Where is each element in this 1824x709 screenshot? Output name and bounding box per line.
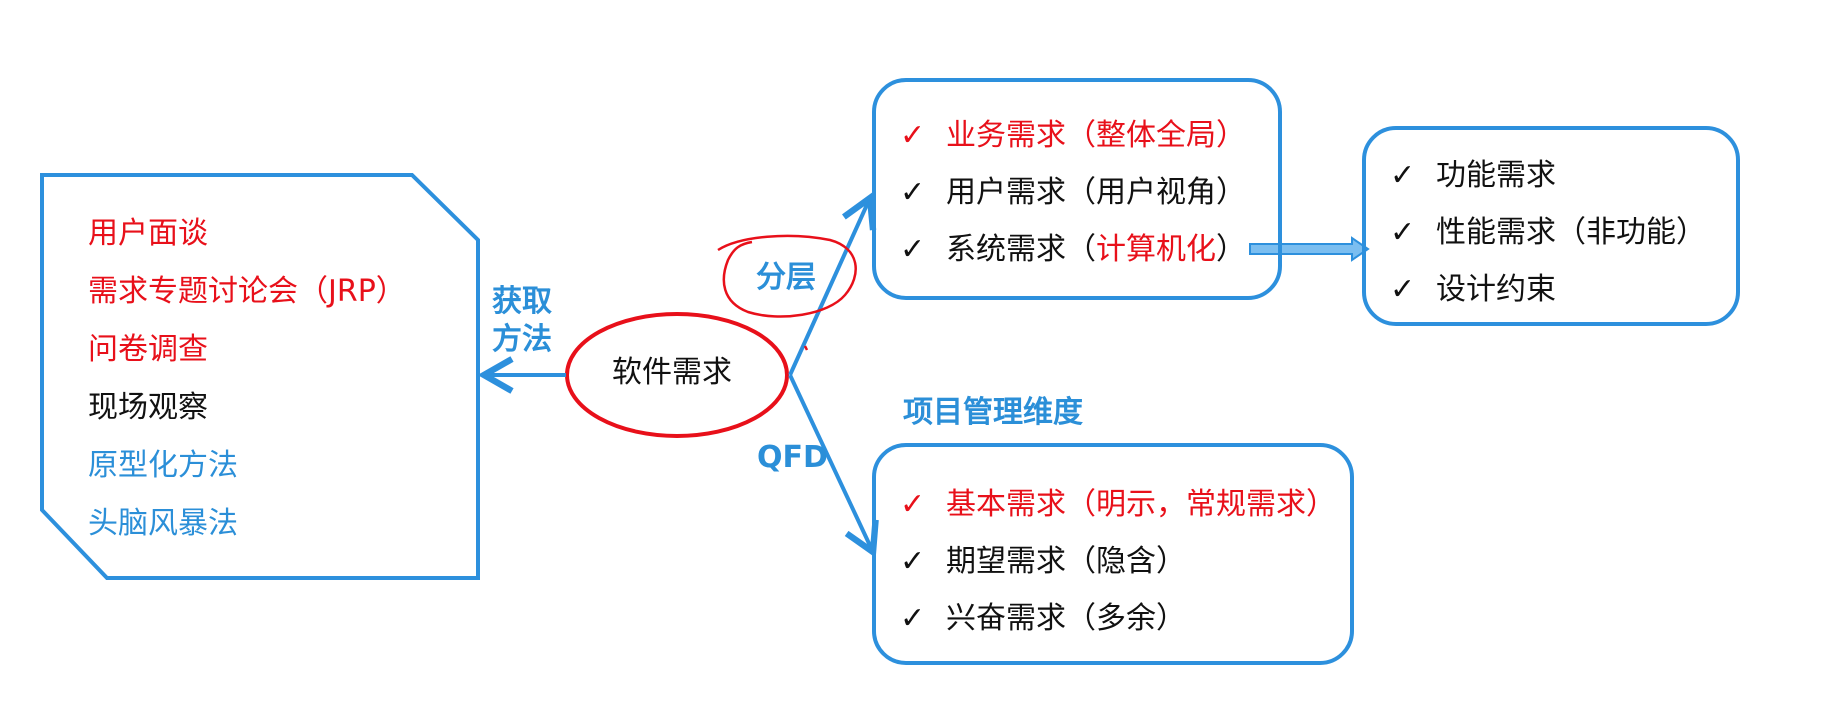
qfd-item: ✓基本需求（明示，常规需求） — [900, 487, 1336, 522]
method-item: 用户面谈 — [88, 216, 208, 251]
check-icon: ✓ — [900, 232, 926, 267]
check-icon: ✓ — [900, 118, 926, 153]
system-detail-box — [1362, 126, 1740, 326]
ink-dot — [803, 345, 809, 351]
check-icon: ✓ — [1390, 215, 1416, 250]
check-icon: ✓ — [900, 487, 926, 522]
layer-item: ✓用户需求（用户视角） — [900, 175, 1246, 210]
layered-arrow — [788, 192, 877, 376]
method-item: 现场观察 — [88, 390, 208, 425]
acquire-label-line1: 获取 — [492, 284, 552, 319]
pm-dimension-label: 项目管理维度 — [903, 395, 1083, 430]
layered-annotation-circle — [717, 234, 857, 318]
methods-box — [40, 173, 480, 580]
qfd-item: ✓兴奋需求（多余） — [900, 601, 1186, 636]
method-item: 原型化方法 — [88, 448, 238, 483]
check-icon: ✓ — [1390, 272, 1416, 307]
check-icon: ✓ — [900, 601, 926, 636]
qfd-box — [872, 443, 1354, 665]
check-icon: ✓ — [900, 175, 926, 210]
check-icon: ✓ — [1390, 158, 1416, 193]
layer-item: ✓业务需求（整体全局） — [900, 118, 1246, 153]
layered-box — [872, 78, 1282, 300]
method-item: 需求专题讨论会（JRP） — [88, 274, 406, 309]
qfd-item: ✓期望需求（隐含） — [900, 544, 1186, 579]
system-detail-item: ✓设计约束 — [1390, 272, 1556, 307]
method-item: 头脑风暴法 — [88, 506, 238, 541]
acquire-label-line2: 方法 — [492, 322, 552, 357]
center-ellipse — [565, 312, 789, 438]
layered-label: 分层 — [756, 260, 816, 295]
highlight-text: 计算机化 — [1096, 232, 1216, 267]
system-detail-item: ✓功能需求 — [1390, 158, 1556, 193]
center-label: 软件需求 — [612, 355, 732, 390]
qfd-arrow — [788, 374, 879, 558]
system-detail-arrow — [1249, 236, 1370, 262]
system-detail-item: ✓性能需求（非功能） — [1390, 215, 1706, 250]
layer-item: ✓系统需求（计算机化） — [900, 232, 1246, 267]
check-icon: ✓ — [900, 544, 926, 579]
method-item: 问卷调查 — [88, 332, 208, 367]
qfd-label: QFD — [757, 440, 828, 475]
